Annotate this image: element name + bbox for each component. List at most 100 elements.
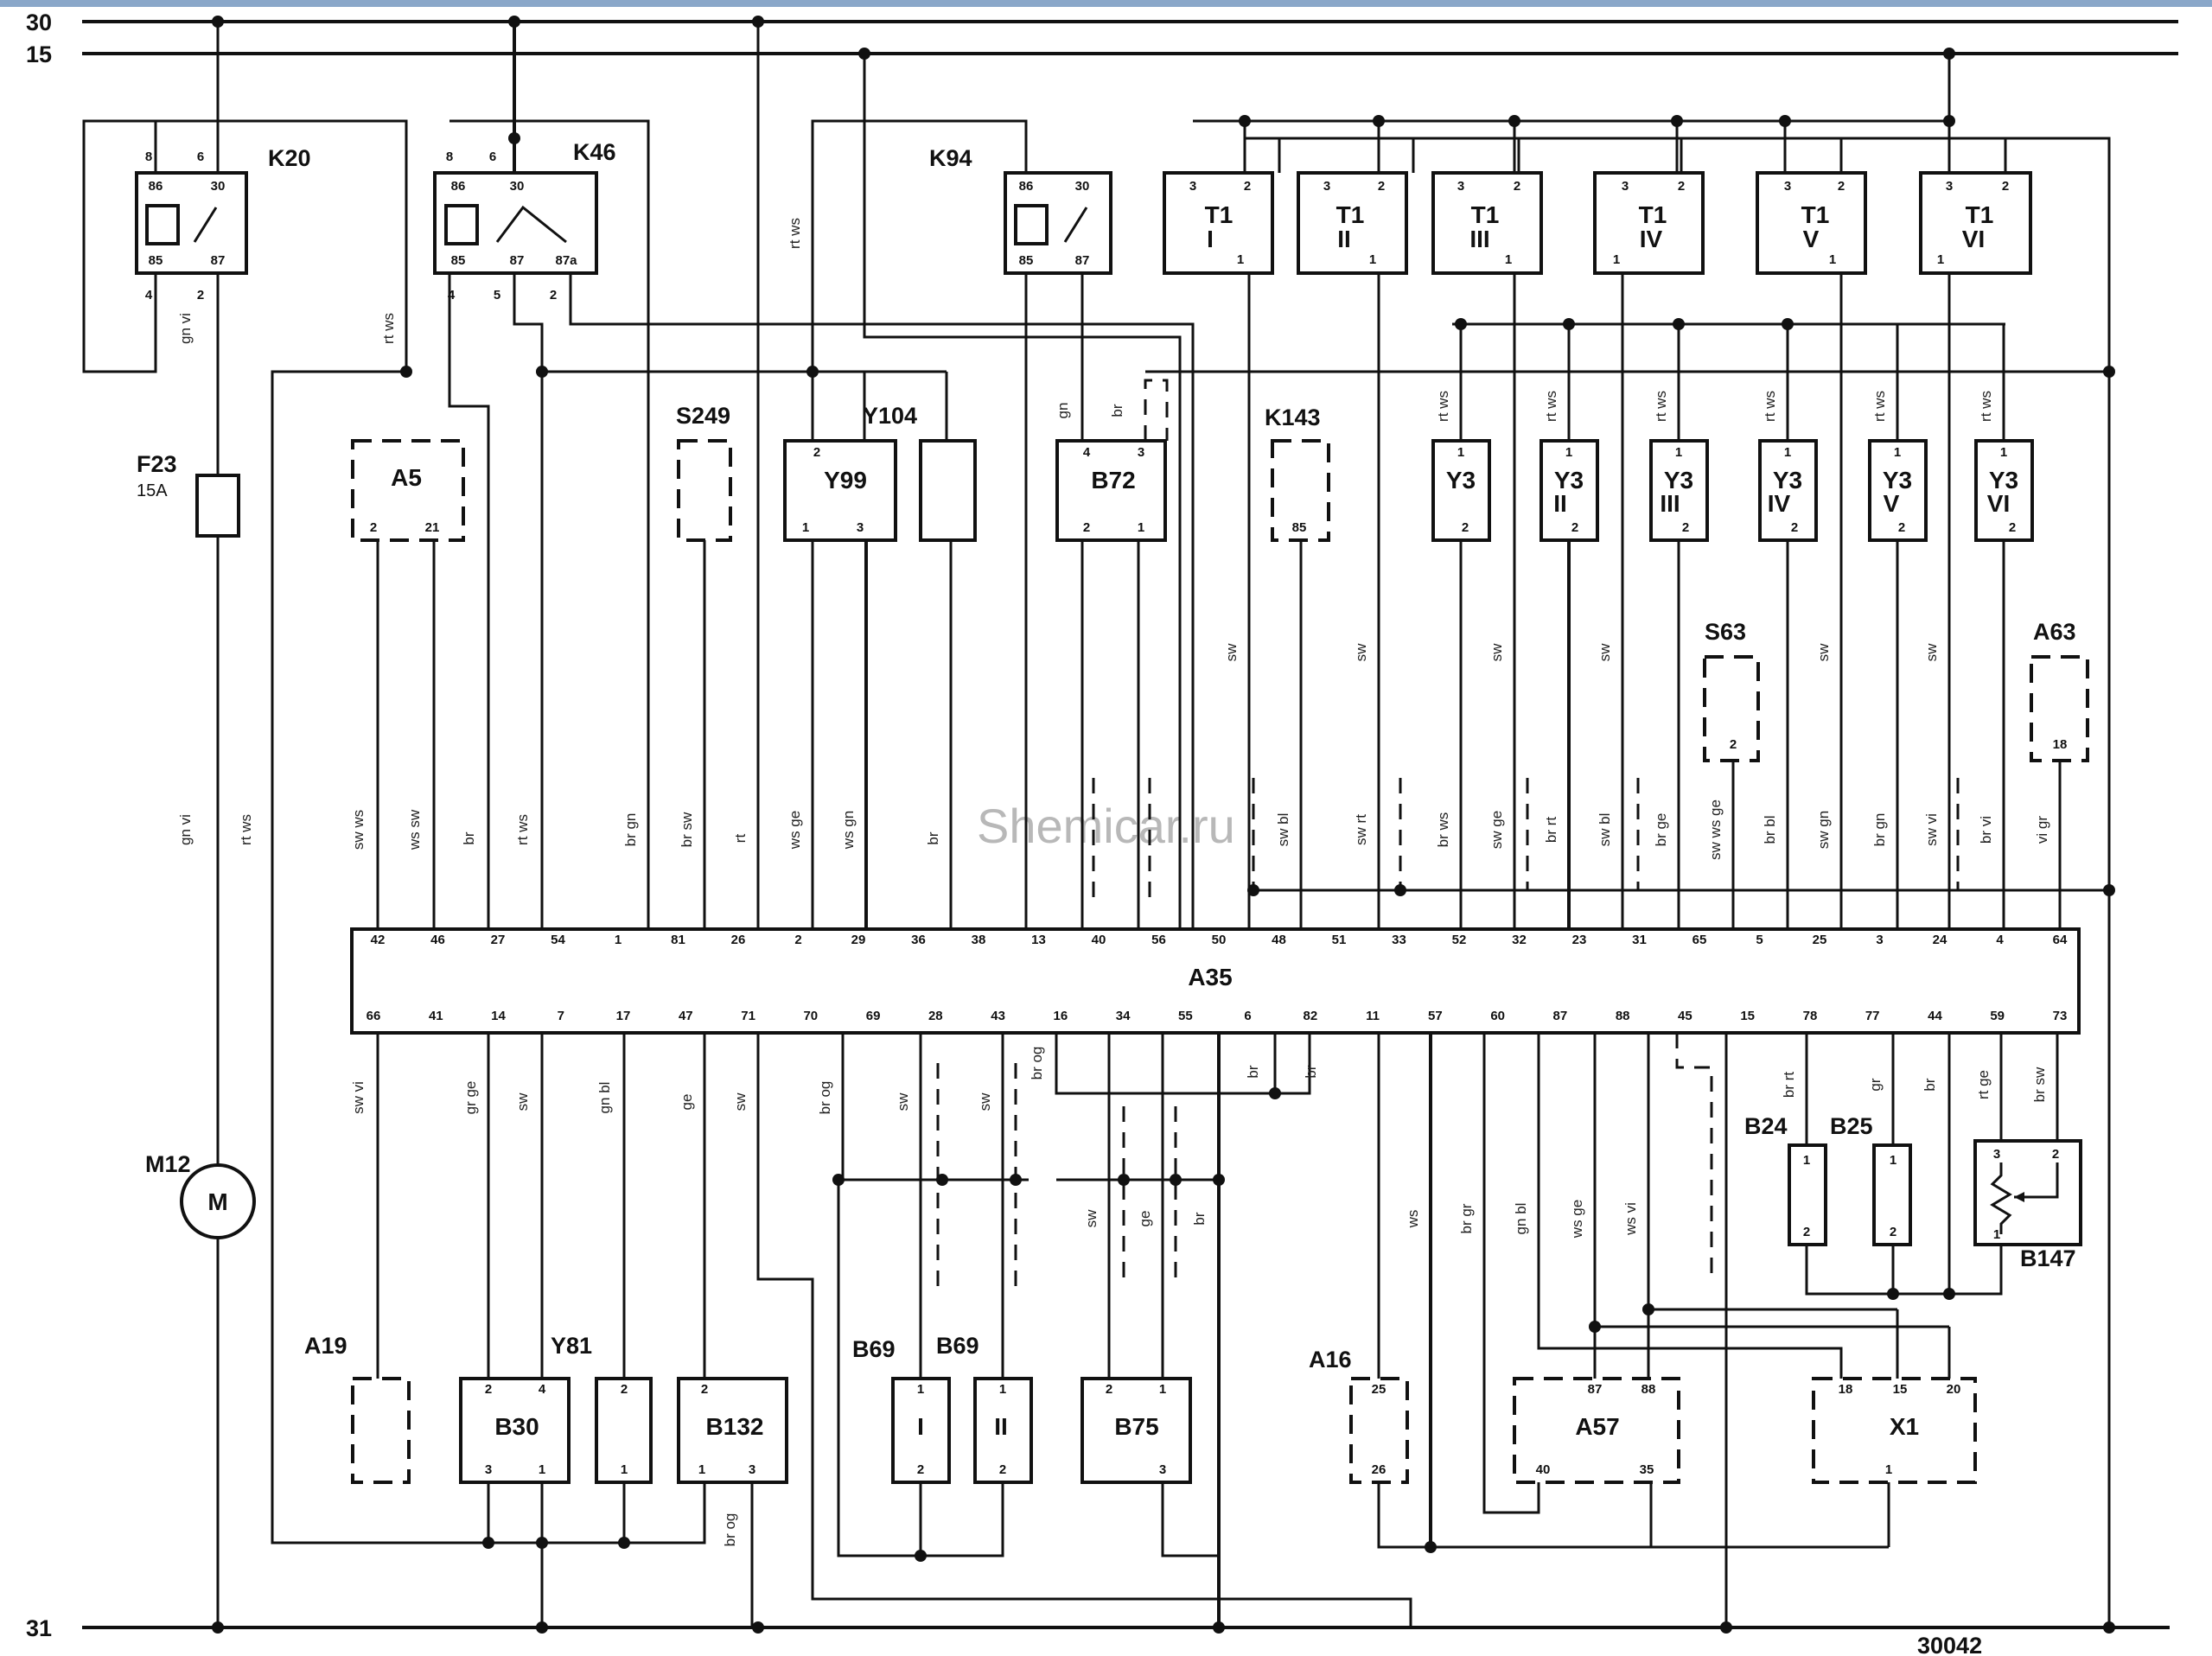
ignition-coils: T1 I 3 2 1 T1 II 3 2 1 T1 III 3 2 1 T1 I… (1163, 171, 2032, 275)
wire-code: br ge (1653, 813, 1669, 847)
component-x1-label: X1 (1890, 1413, 1919, 1440)
ecu-pin-34: 34 (1116, 1009, 1131, 1023)
injector-label: Y3 (1883, 467, 1912, 494)
ecu-pin-3: 3 (1876, 933, 1883, 947)
pin: 2 (621, 1382, 628, 1397)
pin: 3 (1457, 179, 1464, 194)
pin: 2 (1682, 520, 1689, 535)
rail-31-label: 31 (26, 1615, 52, 1641)
component-b75: B75 2 1 3 (1081, 1377, 1192, 1484)
component-b30: B30 2 4 3 1 (459, 1377, 571, 1484)
wire-code: ws sw (406, 809, 423, 850)
component-y99: Y99 2 1 3 (783, 439, 897, 542)
wire-code: sw (977, 1092, 993, 1111)
ecu-pin-43: 43 (991, 1009, 1005, 1023)
ecu-pin-40: 40 (1092, 933, 1106, 947)
ecu-pin-42: 42 (371, 933, 386, 947)
injector-y3-ii: Y3 II 1 2 (1539, 439, 1599, 542)
coil-label: I (1207, 226, 1214, 252)
wire-code: br vi (1978, 816, 1994, 844)
pin: 3 (1323, 179, 1330, 194)
ecu-pin-4: 4 (1996, 933, 2004, 947)
pin: 26 (1372, 1462, 1386, 1477)
wire-code: sw (1597, 643, 1613, 662)
injector-label: V (1884, 490, 1900, 517)
ecu-pin-28: 28 (928, 1009, 943, 1023)
wire-code: vi gr (2034, 816, 2050, 844)
ecu-pin-70: 70 (803, 1009, 818, 1023)
wire-code: gn vi (177, 814, 194, 845)
pin: 2 (1083, 520, 1090, 535)
wire-code: sw gn (1815, 811, 1832, 849)
component-b147: B147 3 2 1 (1973, 1139, 2082, 1271)
ecu-pin-25: 25 (1813, 933, 1827, 947)
wire-code: br (925, 831, 941, 844)
pin: 3 (1138, 445, 1144, 460)
pin: 2 (2009, 520, 2016, 535)
fuse-f23-label: F23 (137, 451, 177, 477)
ecu-pin-14: 14 (491, 1009, 506, 1023)
wire-code: rt ws (380, 313, 397, 344)
component-b72-label: B72 (1091, 467, 1135, 494)
ecu-pin-29: 29 (851, 933, 866, 947)
injector-label: Y3 (1446, 467, 1476, 494)
wire-code: sw (1083, 1209, 1100, 1228)
coil-label: T1 (1639, 201, 1667, 228)
injector-label: IV (1768, 490, 1791, 517)
pin: 6 (489, 150, 496, 164)
wire-code: ws vi (1622, 1202, 1639, 1236)
pin: 2 (370, 520, 377, 535)
drawing-number: 30042 (1917, 1633, 1982, 1656)
relay-k46-label: K46 (573, 139, 616, 165)
ecu-pin-51: 51 (1332, 933, 1347, 947)
wire-code: sw (1223, 643, 1240, 662)
pin: 1 (1457, 445, 1464, 460)
component-y81: Y81 2 1 (551, 1333, 653, 1484)
pin: 25 (1372, 1382, 1386, 1397)
pin: 4 (448, 288, 456, 303)
pin: 1 (1937, 252, 1944, 267)
injector-label: Y3 (1989, 467, 2018, 494)
pin: 6 (197, 150, 204, 164)
pin: 1 (1613, 252, 1620, 267)
component-b24-label: B24 (1744, 1113, 1788, 1139)
wire-code: br (1191, 1212, 1208, 1225)
junctions (212, 16, 2115, 1634)
wire-code: gn vi (177, 313, 194, 344)
component-s63: S63 2 (1703, 619, 1760, 762)
ecu-pin-71: 71 (741, 1009, 755, 1023)
window-top-edge (0, 0, 2212, 7)
component-b69-ii-inner: II (994, 1413, 1008, 1440)
pin: 2 (1791, 520, 1798, 535)
wire-code: sw ws ge (1707, 799, 1724, 860)
wire-code: sw vi (350, 1081, 367, 1114)
injector-label: II (1553, 490, 1567, 517)
relay-k94: K94 86 30 85 87 (929, 145, 1112, 275)
coil-label: IV (1640, 226, 1663, 252)
pin: 87 (510, 253, 525, 268)
wire-code: br og (1029, 1047, 1045, 1080)
ecu-pin-78: 78 (1803, 1009, 1818, 1023)
pin: 87a (555, 253, 577, 268)
pin: 2 (1678, 179, 1685, 194)
component-x1: X1 18 15 20 1 (1812, 1377, 1977, 1484)
ecu-pin-44: 44 (1928, 1009, 1942, 1023)
relay-k46: K46 86 30 85 87 87a 8 6 4 5 2 (433, 139, 616, 303)
watermark: Shemicar.ru (977, 799, 1235, 853)
component-b72: B72 4 3 2 1 (1055, 439, 1167, 542)
wire-code: sw (1815, 643, 1832, 662)
pin: 18 (1839, 1382, 1853, 1397)
pin: 86 (1019, 179, 1034, 194)
pin: 15 (1893, 1382, 1908, 1397)
ecu-pin-27: 27 (491, 933, 506, 947)
pin: 1 (1993, 1227, 2000, 1242)
ecu-pin-69: 69 (866, 1009, 881, 1023)
motor-symbol: M (207, 1188, 227, 1215)
pin: 4 (145, 288, 153, 303)
pin: 2 (485, 1382, 492, 1397)
relay-k20-label: K20 (268, 145, 311, 171)
wire-code: gn (1055, 403, 1071, 419)
pin: 30 (1075, 179, 1090, 194)
coil-t1-v: T1 V 3 2 1 (1756, 171, 1867, 275)
